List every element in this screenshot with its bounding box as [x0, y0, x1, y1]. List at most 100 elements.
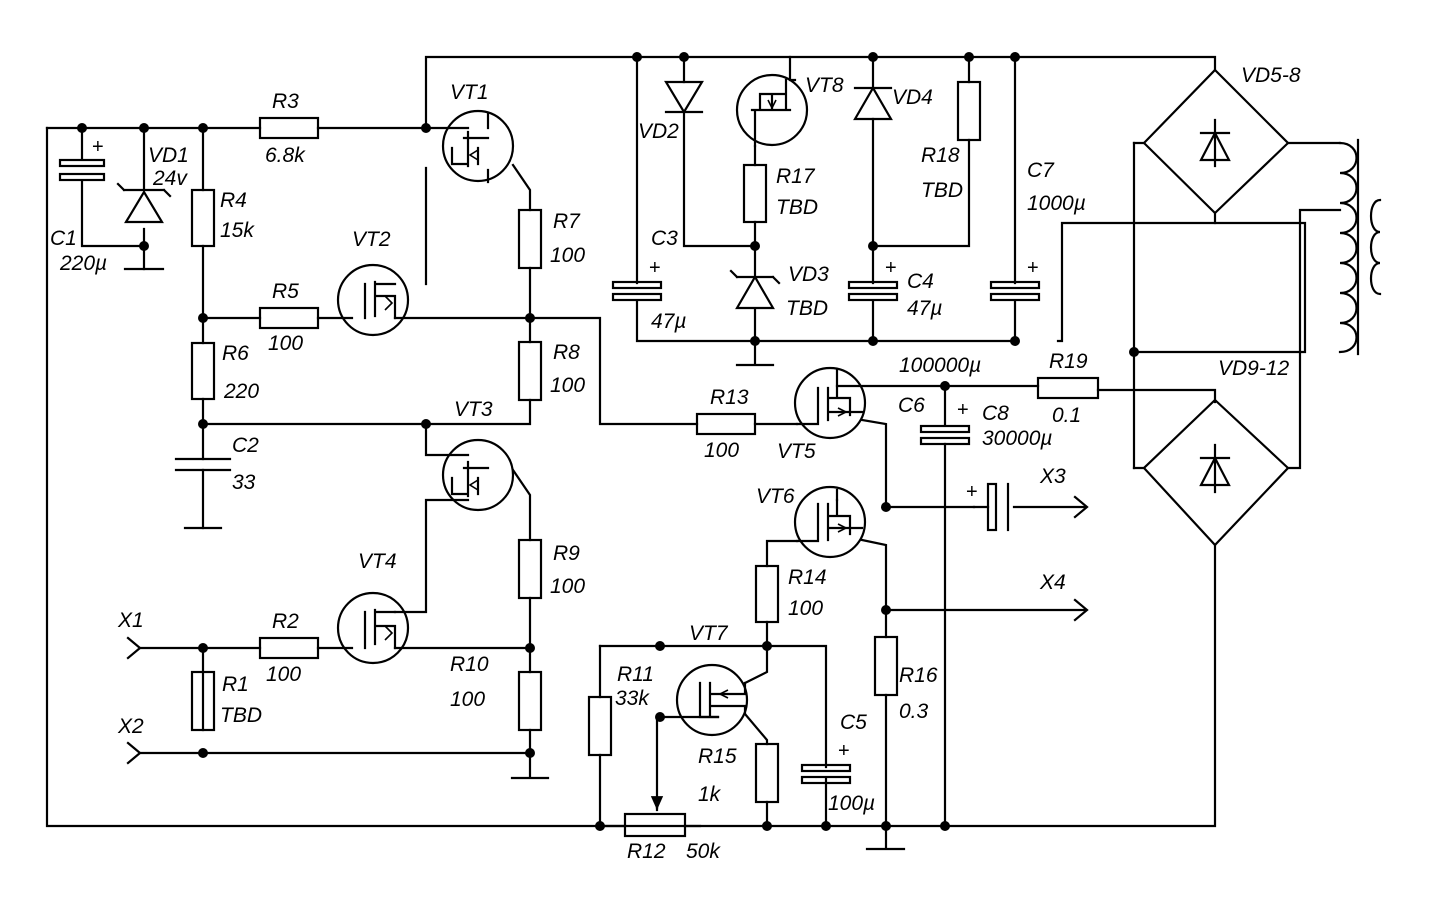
label-vt6: VT6 [756, 485, 795, 508]
zener-vd1 [116, 182, 172, 224]
label-r14-ref: R14 [788, 566, 827, 589]
label-c7-value: 1000µ [1027, 192, 1086, 215]
mosfet-vt3 [441, 438, 515, 512]
connectors [126, 495, 1089, 765]
label-vd2: VD2 [638, 120, 679, 143]
svg-text:+: + [838, 740, 850, 762]
label-vt8: VT8 [805, 74, 844, 97]
resistor-r6 [190, 341, 216, 401]
svg-text:+: + [957, 399, 969, 421]
label-x3: X3 [1039, 465, 1066, 488]
label-r13-ref: R13 [710, 386, 749, 409]
bridge-vd5-8 [1142, 68, 1290, 215]
svg-text:+: + [1027, 257, 1039, 279]
label-r15-ref: R15 [698, 745, 737, 768]
label-r7-value: 100 [550, 244, 585, 267]
label-r16-value: 0.3 [899, 700, 929, 723]
svg-text:+: + [966, 481, 978, 503]
resistor-r7 [517, 208, 543, 270]
transformer [1338, 138, 1382, 356]
label-c8-ref: C8 [982, 402, 1009, 425]
zener-vd3 [729, 269, 781, 310]
label-x1: X1 [117, 609, 144, 632]
resistor-r15 [754, 742, 780, 804]
label-c2-value: 33 [232, 471, 256, 494]
capacitor-c2 [174, 457, 232, 472]
label-c1-value: 220µ [59, 252, 107, 275]
label-vd1-value: 24v [152, 167, 188, 190]
label-r8-value: 100 [550, 374, 585, 397]
label-r8-ref: R8 [553, 341, 580, 364]
label-r9-value: 100 [550, 575, 585, 598]
label-r17-ref: R17 [776, 165, 816, 188]
resistor-r3 [258, 116, 320, 140]
capacitor-c5 [800, 763, 852, 773]
terminal-x2 [126, 741, 142, 765]
label-r3-ref: R3 [272, 90, 299, 113]
label-c7-ref: C7 [1027, 159, 1055, 182]
bridge-vd9-12 [1142, 398, 1290, 547]
label-r4-value: 15k [220, 219, 255, 242]
resistor-r5 [258, 306, 320, 330]
resistor-r2 [258, 636, 320, 660]
terminal-x3 [1073, 495, 1089, 519]
terminal-x1 [126, 636, 142, 660]
label-x2: X2 [117, 715, 144, 738]
label-c1-ref: C1 [50, 227, 77, 250]
label-r5-value: 100 [268, 332, 303, 355]
terminal-x4 [1073, 598, 1089, 622]
resistor-r18 [956, 80, 982, 142]
label-r4-ref: R4 [220, 189, 247, 212]
resistor-r14 [754, 564, 780, 624]
mosfet-vt7 [675, 663, 749, 737]
capacitor-c4 [847, 280, 899, 290]
label-c2-ref: C2 [232, 434, 259, 457]
label-vt3: VT3 [454, 398, 493, 421]
label-r9-ref: R9 [553, 542, 580, 565]
mosfet-vt8 [735, 73, 809, 148]
capacitor-c8 [919, 424, 971, 434]
label-vd9-12: VD9-12 [1218, 357, 1290, 380]
label-r7-ref: R7 [553, 210, 581, 233]
label-x4: X4 [1039, 571, 1066, 594]
label-vt2: VT2 [352, 228, 391, 251]
label-r1-value: TBD [220, 704, 262, 727]
transistors [336, 73, 867, 737]
resistor-r9 [517, 538, 543, 600]
label-c5-ref: C5 [840, 711, 867, 734]
diode-vd4 [853, 85, 893, 121]
resistor-r16 [873, 635, 899, 697]
label-r11-ref: R11 [617, 663, 654, 686]
label-c6-value: 100000µ [899, 354, 981, 377]
mosfet-vt2 [336, 263, 410, 337]
mosfet-vt4 [336, 591, 410, 665]
resistors [190, 80, 1100, 838]
resistor-r4 [190, 188, 216, 248]
label-r1-ref: R1 [222, 673, 249, 696]
label-r10-value: 100 [450, 688, 485, 711]
label-r12-value: 50k [686, 840, 721, 863]
label-vt1: VT1 [450, 81, 489, 104]
label-r19-ref: R19 [1049, 350, 1088, 373]
potentiometer-r12 [623, 812, 687, 838]
svg-text:+: + [885, 257, 897, 279]
svg-text:+: + [649, 257, 661, 279]
label-r12-ref: R12 [627, 840, 666, 863]
resistor-r8 [517, 340, 543, 402]
label-vd3-value: TBD [786, 297, 828, 320]
label-vd4: VD4 [892, 86, 933, 109]
diodes [116, 80, 893, 310]
polarity-marks: + + + + + + + [92, 136, 1039, 762]
label-r13-value: 100 [704, 439, 739, 462]
label-r2-value: 100 [266, 663, 301, 686]
label-vd5-8: VD5-8 [1241, 64, 1301, 87]
labels: C1 220µ VD1 24v R3 6.8k R4 15k VT1 VT2 R… [50, 64, 1301, 863]
resistor-r13 [695, 412, 757, 436]
label-vt4: VT4 [358, 550, 397, 573]
label-c4-value: 47µ [907, 297, 942, 320]
resistor-r11 [587, 695, 613, 757]
mosfet-vt6 [793, 485, 867, 559]
label-c3-ref: C3 [651, 227, 678, 250]
label-r18-ref: R18 [921, 144, 960, 167]
capacitor-output [986, 482, 998, 532]
